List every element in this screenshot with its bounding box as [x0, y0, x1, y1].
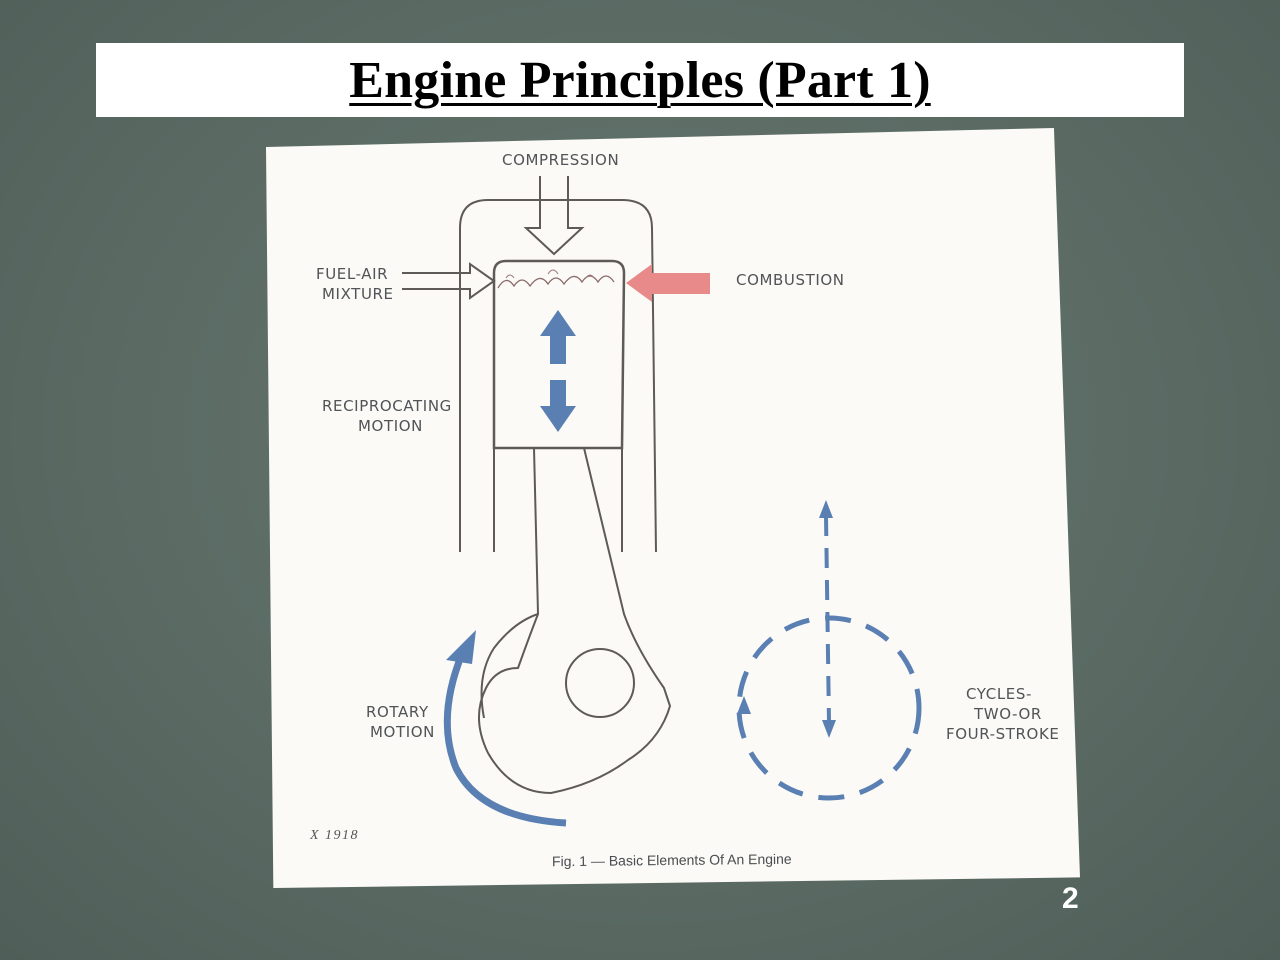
cycle-circle — [736, 500, 922, 801]
label-combustion: COMBUSTION — [736, 271, 845, 289]
slide-title: Engine Principles (Part 1) — [349, 51, 931, 109]
diagram-card: COMPRESSION FUEL-AIR MIXTURE COMBUSTION … — [266, 128, 1080, 888]
piston — [492, 259, 626, 450]
figure-code: X 1918 — [310, 828, 360, 843]
crankpin — [565, 648, 635, 718]
engine-diagram — [402, 176, 922, 827]
label-fuel-air-1: FUEL-AIR — [316, 265, 389, 283]
label-reciprocating-2: MOTION — [358, 417, 423, 435]
page-number: 2 — [1062, 882, 1079, 915]
figure-caption: Fig. 1 — Basic Elements Of An Engine — [551, 850, 792, 870]
compression-arrow — [523, 176, 585, 256]
label-cycles-1: CYCLES- — [966, 685, 1032, 703]
label-compression: COMPRESSION — [502, 151, 620, 169]
combustion-arrow — [626, 264, 710, 302]
label-rotary-2: MOTION — [370, 723, 435, 741]
connecting-rod — [477, 447, 672, 795]
crank-web — [480, 613, 539, 719]
label-rotary-1: ROTARY — [366, 703, 429, 721]
label-fuel-air-2: MIXTURE — [322, 285, 394, 303]
label-cycles-2: TWO-OR — [974, 705, 1042, 723]
fuel-air-arrow — [402, 262, 496, 300]
cylinder-outline — [459, 199, 657, 553]
label-cycles-3: FOUR-STROKE — [946, 725, 1060, 743]
title-bar: Engine Principles (Part 1) — [96, 43, 1184, 117]
combustion-flame — [497, 275, 615, 289]
rotary-arrow — [443, 630, 567, 827]
reciprocating-arrow — [540, 310, 576, 432]
label-reciprocating-1: RECIPROCATING — [322, 397, 452, 415]
